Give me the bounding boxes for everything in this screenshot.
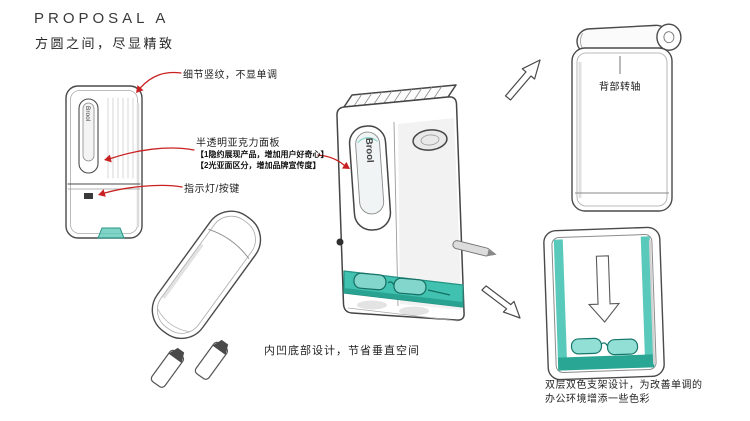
annotation-panel-title: 半透明亚克力面板 xyxy=(196,138,280,149)
annotation-panel: 半透明亚克力面板 【1隐约展现产品，增加用户好奇心】 【2光亚面区分，增加品牌宣… xyxy=(196,134,328,171)
vertical-stripes xyxy=(107,97,134,179)
page-title: PROPOSAL A xyxy=(34,10,170,27)
plug-prongs-sketch xyxy=(150,339,229,388)
annotation-stand-line1: 双层双色支架设计，为改善单调的 xyxy=(545,380,703,391)
bottom-notch xyxy=(97,227,125,239)
glasses-sketch xyxy=(353,272,451,296)
open-view-sketch xyxy=(543,226,665,381)
main-perspective-sketch xyxy=(336,84,497,322)
tilted-view-sketch xyxy=(151,210,262,340)
front-view-sketch xyxy=(65,85,143,239)
annotation-indicator: 指示灯/按键 xyxy=(184,184,240,195)
annotation-stripes: 细节竖纹，不显单调 xyxy=(183,70,278,81)
annotation-hinge: 背部转轴 xyxy=(599,82,641,93)
annotation-panel-point1: 【1隐约展现产品，增加用户好奇心】 xyxy=(196,150,329,159)
flow-arrow-down-right xyxy=(481,285,521,319)
insert-direction-arrow xyxy=(587,255,621,323)
glasses-in-stand xyxy=(570,337,639,356)
flow-arrow-up-right xyxy=(504,59,541,101)
annotation-stand-line2: 办公环境增添一些色彩 xyxy=(545,394,650,405)
acrylic-panel xyxy=(348,125,392,231)
annotation-panel-point2: 【2光亚面区分，增加品牌宣传度】 xyxy=(196,161,321,170)
annotation-bottom: 内凹底部设计，节省垂直空间 xyxy=(264,345,420,357)
indicator-led xyxy=(84,193,93,199)
back-view-sketch xyxy=(571,23,682,212)
annotation-arrows xyxy=(98,71,350,197)
side-button xyxy=(336,238,344,246)
page-subtitle: 方圆之间，尽显精致 xyxy=(35,36,175,51)
top-vents xyxy=(353,85,443,107)
brand-label-front: Brool xyxy=(84,106,91,122)
annotation-stand: 双层双色支架设计，为改善单调的 办公环境增添一些色彩 xyxy=(545,379,703,407)
brand-label-main: Brool xyxy=(363,138,375,163)
stylus xyxy=(452,240,497,257)
hinge-cylinder xyxy=(576,23,682,55)
teal-tray xyxy=(343,270,464,308)
oval-opening xyxy=(412,129,448,151)
